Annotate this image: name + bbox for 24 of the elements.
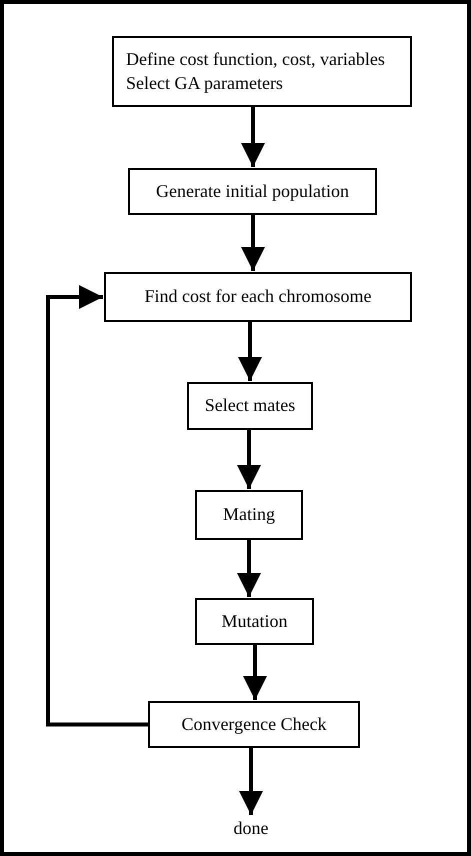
box-text: Define cost function, cost, variables xyxy=(126,48,385,72)
process-box xyxy=(187,382,313,430)
process-box xyxy=(112,36,412,107)
process-box xyxy=(195,490,303,540)
arrow xyxy=(237,540,261,597)
arrow xyxy=(237,430,261,489)
arrow xyxy=(243,645,267,700)
box-text: Mutation xyxy=(222,610,288,633)
arrow xyxy=(238,322,262,381)
arrow xyxy=(46,285,148,726)
arrow xyxy=(241,215,265,271)
arrow xyxy=(239,748,263,815)
arrow xyxy=(241,107,265,167)
end-label: done xyxy=(234,817,268,840)
box-text: Mating xyxy=(223,503,275,526)
box-text: Generate initial population xyxy=(156,180,349,203)
process-box xyxy=(104,272,412,322)
box-text: Select GA parameters xyxy=(126,72,283,95)
process-box xyxy=(128,168,377,215)
box-text: Convergence Check xyxy=(181,712,327,736)
process-box xyxy=(195,598,314,645)
box-text: Find cost for each chromosome xyxy=(144,285,372,308)
process-box xyxy=(148,701,360,748)
box-text: Select mates xyxy=(204,394,296,418)
